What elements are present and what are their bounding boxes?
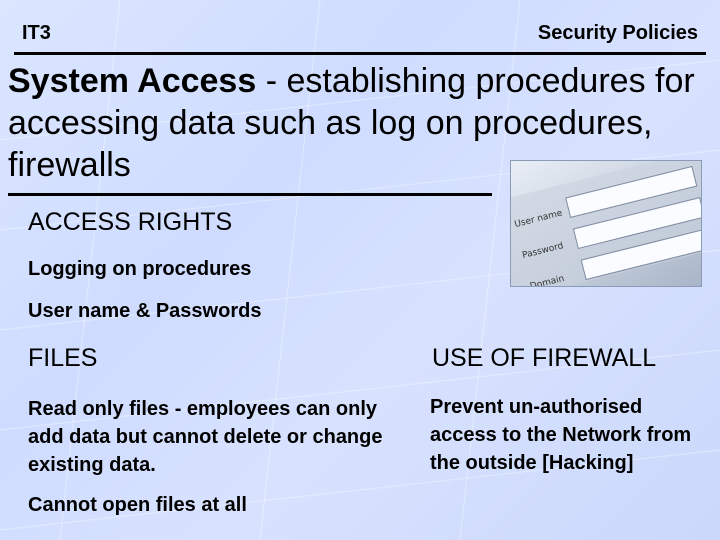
firewall-heading: USE OF FIREWALL bbox=[432, 344, 657, 372]
slide-title: System Access - establishing procedures … bbox=[8, 60, 708, 186]
login-screen-image: User name Password Domain bbox=[510, 160, 702, 287]
files-heading: FILES bbox=[28, 344, 98, 372]
login-form-illustration: User name Password Domain bbox=[511, 161, 701, 286]
section-title: Security Policies bbox=[537, 22, 698, 44]
title-description: - establishing procedures for accessing … bbox=[8, 62, 695, 184]
title-divider bbox=[8, 193, 492, 196]
cannot-open-files-text: Cannot open files at all bbox=[28, 494, 247, 516]
logging-on-item: Logging on procedures bbox=[28, 258, 252, 280]
username-passwords-item: User name & Passwords bbox=[28, 300, 262, 322]
course-label: IT3 bbox=[22, 22, 51, 44]
firewall-description: Prevent un-authorised access to the Netw… bbox=[430, 396, 692, 474]
title-bold-term: System Access bbox=[8, 62, 257, 100]
header-divider bbox=[14, 52, 706, 55]
access-rights-heading: ACCESS RIGHTS bbox=[28, 208, 233, 236]
read-only-files-text: Read only files - employees can only add… bbox=[28, 398, 383, 476]
